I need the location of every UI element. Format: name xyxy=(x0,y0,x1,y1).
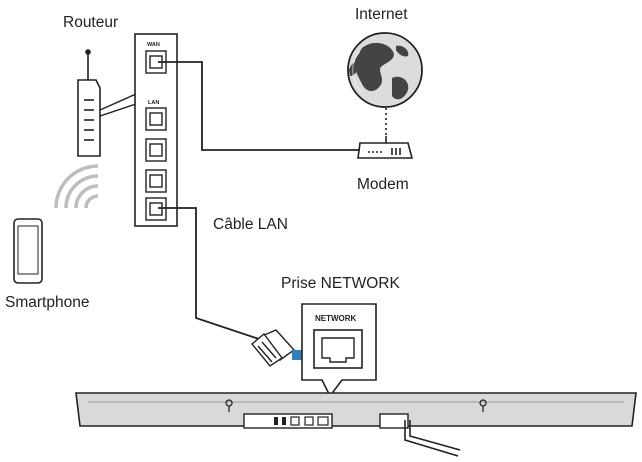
network-jack-callout: NETWORK xyxy=(301,303,377,398)
wan-cable xyxy=(158,61,360,151)
globe-icon xyxy=(347,32,423,108)
router-label: Routeur xyxy=(63,14,119,31)
lan-label: LAN xyxy=(148,100,159,106)
router-port-panel: WAN LAN xyxy=(134,33,178,227)
smartphone-label: Smartphone xyxy=(5,294,90,311)
lan-cable xyxy=(158,207,263,341)
smartphone-icon xyxy=(13,218,43,284)
rj45-plug-icon xyxy=(251,329,296,367)
soundbar xyxy=(75,392,637,457)
router-icon xyxy=(77,49,101,157)
internet-label: Internet xyxy=(355,6,408,23)
lan-port-3 xyxy=(145,169,167,193)
router-callout xyxy=(99,92,137,117)
modem-label: Modem xyxy=(357,176,409,193)
wan-port xyxy=(145,50,167,74)
wan-label: WAN xyxy=(147,42,160,48)
wifi-waves-icon xyxy=(54,164,99,209)
lan-cable-label: Câble LAN xyxy=(213,216,288,233)
lan-port-4 xyxy=(145,197,167,221)
network-port-label: NETWORK xyxy=(315,314,357,323)
network-jack-label: Prise NETWORK xyxy=(281,275,400,292)
lan-port-1 xyxy=(145,107,167,131)
modem-icon xyxy=(357,136,414,159)
lan-port-2 xyxy=(145,138,167,162)
